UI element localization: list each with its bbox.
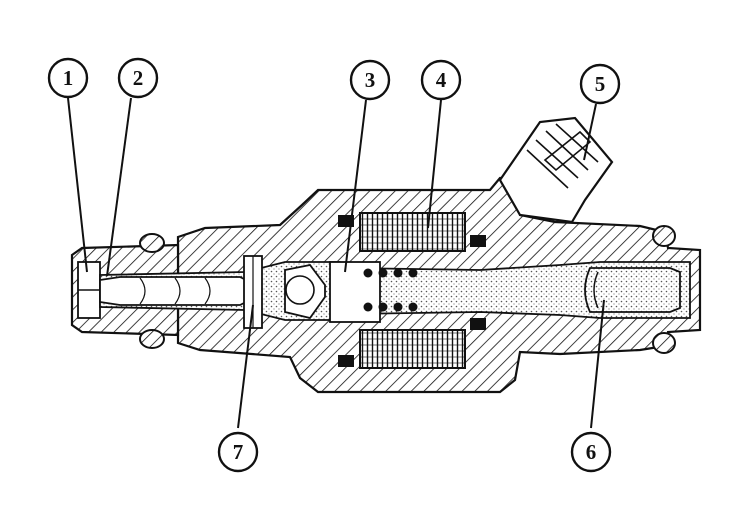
callout-number: 1 (63, 66, 74, 90)
callout-markers: 1 2 3 4 5 6 7 (47, 57, 621, 473)
callout-circle (47, 57, 89, 99)
inlet-filter (584, 267, 681, 313)
callout-7: 7 (217, 431, 259, 473)
callout-number: 4 (436, 68, 447, 92)
o-ring-inlet-top (652, 225, 676, 247)
solenoid-winding-top (359, 212, 466, 252)
callout-1: 1 (47, 57, 89, 99)
leader-lines (67, 97, 605, 429)
callout-3: 3 (349, 59, 391, 101)
o-ring-inlet-bottom (652, 332, 676, 354)
seal-bottom-right (470, 318, 486, 330)
callout-5: 5 (579, 63, 621, 105)
connector-ribs (526, 123, 599, 189)
callout-circle (217, 431, 259, 473)
callout-number: 6 (586, 440, 597, 464)
callout-circle (570, 431, 612, 473)
o-ring-nozzle-top (139, 233, 165, 253)
needle-valve (99, 276, 251, 306)
callout-4: 4 (420, 59, 462, 101)
seal-top-right (470, 235, 486, 247)
callout-number: 7 (233, 440, 244, 464)
armature (329, 261, 381, 323)
callout-circle (420, 59, 462, 101)
callout-circle (579, 63, 621, 105)
seal-bottom-left (338, 355, 354, 367)
return-spring (363, 268, 418, 312)
callout-circle (349, 59, 391, 101)
callout-2: 2 (117, 57, 159, 99)
solenoid-winding-bottom (359, 329, 466, 369)
callout-number: 5 (595, 72, 606, 96)
callout-circle (117, 57, 159, 99)
callout-number: 3 (365, 68, 376, 92)
callout-number: 2 (133, 66, 144, 90)
o-ring-nozzle-bottom (139, 329, 165, 349)
callout-6: 6 (570, 431, 612, 473)
